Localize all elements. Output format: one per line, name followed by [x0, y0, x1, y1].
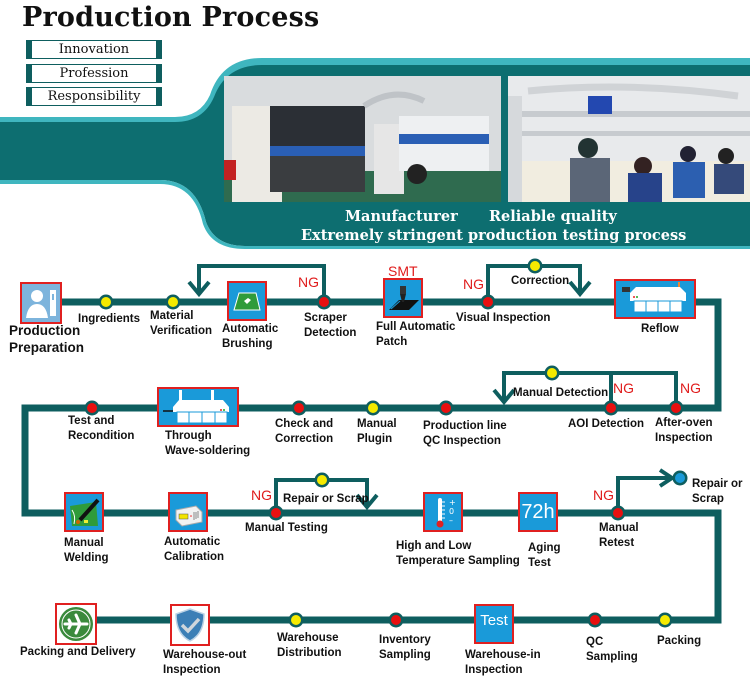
label-qc-sampling: QC Sampling — [586, 636, 638, 663]
node-scraper-detection — [319, 297, 329, 307]
smt-machine-photo — [224, 76, 501, 202]
node-repair-scrap — [317, 475, 327, 485]
reflow-oven-icon — [614, 279, 696, 319]
node-after-oven — [671, 403, 681, 413]
label-check-and-correction: Check and Correction — [275, 418, 334, 445]
label-reflow: Reflow — [641, 323, 679, 335]
svg-text:+: + — [449, 498, 456, 507]
loop-scraper-ng — [197, 264, 326, 302]
tag-innovation: Innovation — [26, 40, 162, 59]
node-ingredients — [101, 297, 111, 307]
production-preparation-icon — [20, 282, 62, 324]
node-qc-sampling — [590, 615, 600, 625]
label-test-and-recondition: Test and Recondition — [68, 415, 135, 442]
page-title: Production Process — [22, 2, 320, 33]
label-warehouse-in: Warehouse-in Inspection — [465, 649, 541, 676]
label-production-preparation: Production Preparation — [9, 323, 85, 355]
ng-visual: NG — [463, 276, 484, 292]
svg-text:–: – — [449, 516, 453, 525]
label-ingredients: Ingredients — [78, 313, 140, 325]
node-production-line-qc — [441, 403, 451, 413]
label-high-low-temperature: High and Low Temperature Sampling — [396, 540, 520, 567]
aging-test-72h-icon: 72h — [518, 492, 558, 532]
node-visual-inspection — [483, 297, 493, 307]
node-manual-detection — [547, 368, 557, 378]
full-automatic-patch-icon — [383, 278, 423, 318]
node-correction — [530, 261, 540, 271]
warehouse-in-test-text: Test — [480, 612, 508, 629]
node-packing — [660, 615, 670, 625]
node-check-correction — [294, 403, 304, 413]
ng-scraper: NG — [298, 274, 319, 290]
wave-soldering-icon — [157, 387, 239, 427]
tag-responsibility: Responsibility — [26, 87, 162, 106]
loop-manual-detection — [502, 371, 678, 408]
label-production-line-qc: Production line QC Inspection — [423, 420, 507, 447]
label-scraper-detection: Scraper Detection — [304, 312, 357, 339]
ng-manual-testing: NG — [251, 487, 272, 503]
manual-welding-icon — [64, 492, 104, 532]
label-manual-testing: Manual Testing — [245, 522, 328, 534]
label-visual-inspection: Visual Inspection — [456, 312, 551, 324]
label-manual-welding: Manual Welding — [64, 537, 109, 564]
smt-label: SMT — [388, 263, 418, 279]
packing-delivery-plane-icon — [55, 603, 97, 645]
warehouse-out-shield-icon — [170, 604, 210, 646]
label-through-wave-soldering: Through Wave-soldering — [165, 430, 251, 457]
track-row1 — [21, 298, 722, 624]
banner-reliable-quality: Reliable quality — [489, 208, 617, 225]
ng-manual-retest: NG — [593, 487, 614, 503]
label-aoi-detection: AOI Detection — [568, 418, 645, 430]
banner-tagline: Extremely stringent production testing p… — [301, 227, 687, 244]
label-packing-and-delivery: Packing and Delivery — [20, 646, 136, 658]
node-manual-plugin — [368, 403, 378, 413]
label-after-oven-inspection: After-oven Inspection — [655, 417, 713, 444]
label-repair-or-scrap-end: Repair or Scrap — [692, 478, 743, 505]
label-full-automatic-patch: Full Automatic Patch — [376, 321, 456, 348]
node-repair-scrap-end — [675, 473, 685, 483]
label-inventory-sampling: Inventory Sampling — [379, 634, 431, 661]
svg-text:0: 0 — [449, 507, 454, 516]
label-warehouse-distribution: Warehouse Distribution — [277, 632, 342, 659]
label-warehouse-out: Warehouse-out Inspection — [163, 649, 247, 676]
ng-after-oven: NG — [680, 380, 701, 396]
label-repair-or-scrap: Repair or Scrap — [283, 493, 369, 505]
node-warehouse-distribution — [291, 615, 301, 625]
label-correction: Correction — [511, 275, 570, 287]
node-aoi — [606, 403, 616, 413]
ng-aoi: NG — [613, 380, 634, 396]
warehouse-in-test-icon: Test — [474, 604, 514, 644]
label-manual-retest: Manual Retest — [599, 522, 639, 549]
label-automatic-brushing: Automatic Brushing — [222, 323, 279, 350]
automatic-brushing-icon — [227, 281, 267, 321]
aging-72h-text: 72h — [521, 501, 555, 523]
loop-manual-retest — [616, 476, 670, 513]
automatic-calibration-icon — [168, 492, 208, 532]
high-low-temperature-icon: +0– — [423, 492, 463, 532]
label-packing: Packing — [657, 635, 702, 647]
label-manual-plugin: Manual Plugin — [357, 418, 397, 445]
label-automatic-calibration: Automatic Calibration — [164, 536, 225, 563]
node-manual-retest — [613, 508, 623, 518]
node-inventory-sampling — [391, 615, 401, 625]
banner-manufacturer: Manufacturer — [345, 208, 458, 225]
node-manual-testing — [271, 508, 281, 518]
workshop-workers-photo — [508, 76, 750, 202]
tag-profession: Profession — [26, 64, 162, 83]
node-material-verification — [168, 297, 178, 307]
label-aging-test: Aging Test — [528, 542, 561, 569]
label-manual-detection: Manual Detection — [513, 387, 609, 399]
node-test-recondition — [87, 403, 97, 413]
label-material-verification: Material Verification — [150, 310, 212, 337]
